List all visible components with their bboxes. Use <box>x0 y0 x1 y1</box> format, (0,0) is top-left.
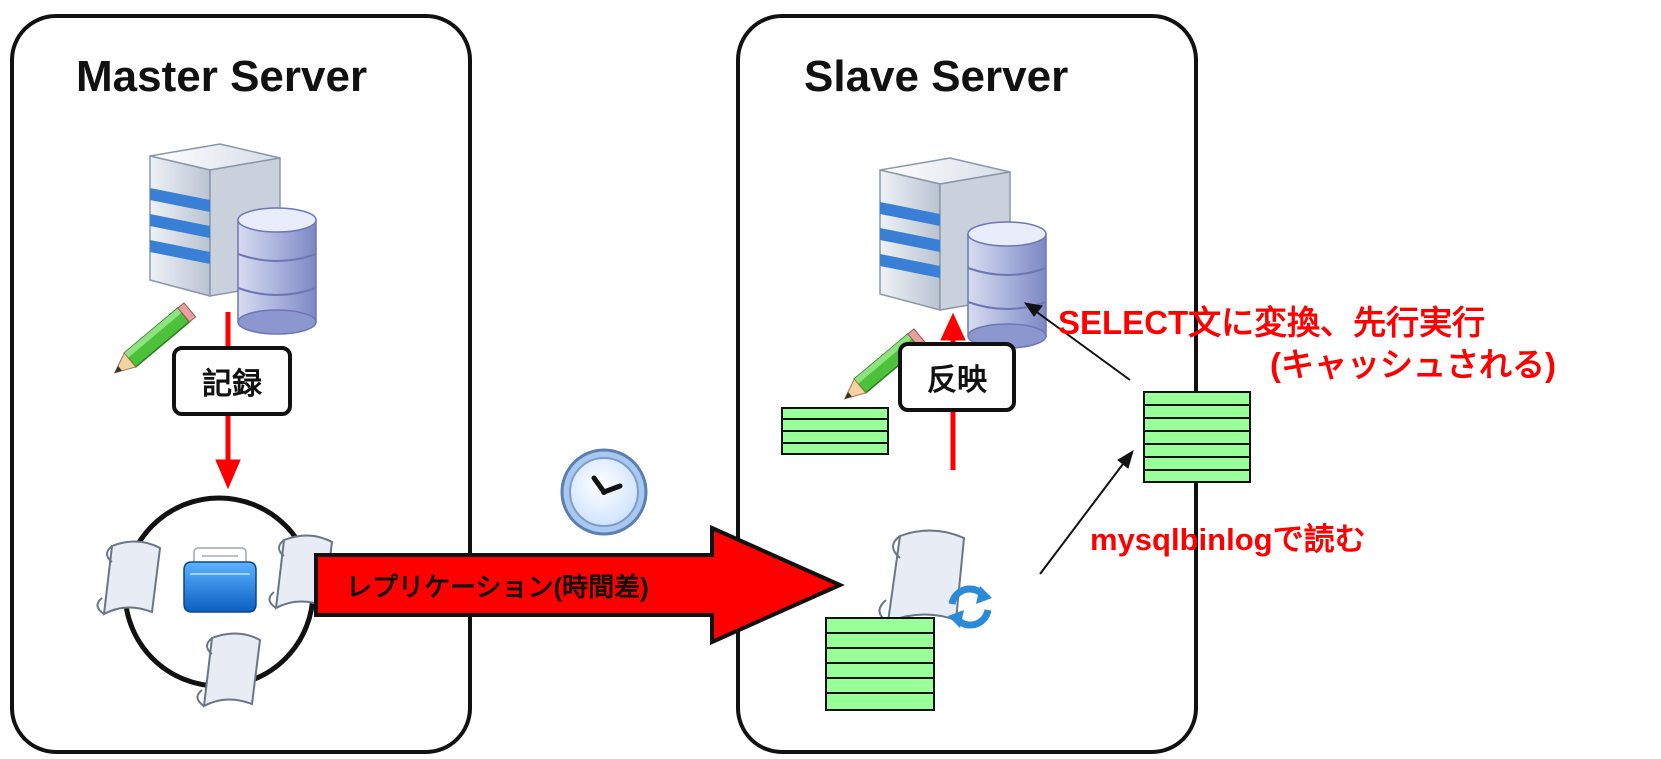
slave-server-title: Slave Server <box>804 52 1069 101</box>
read-arrow <box>1039 449 1134 575</box>
scroll-icon <box>96 540 162 616</box>
blue-folder-icon <box>183 547 257 613</box>
clock-icon <box>560 448 648 536</box>
replication-arrow <box>314 524 845 646</box>
log-block-bottom <box>825 617 935 711</box>
server-database-icon <box>149 143 317 335</box>
scroll-icon <box>196 632 262 708</box>
pencil-icon <box>113 302 197 374</box>
scroll-icon <box>878 529 966 624</box>
server-database-icon <box>879 157 1047 349</box>
mysqlbinlog-read-label: mysqlbinlogで読む <box>1090 522 1366 557</box>
refresh-icon <box>948 585 992 629</box>
log-block-left <box>781 407 889 455</box>
record-tag: 記録 <box>172 346 292 416</box>
select-arrow <box>1023 302 1131 381</box>
replication-label: レプリケーション(時間差) <box>346 572 649 602</box>
select-convert-label: SELECT文に変換、先行実行 <box>1058 304 1486 341</box>
master-server-title: Master Server <box>76 52 368 101</box>
apply-tag: 反映 <box>898 342 1016 412</box>
log-block-right <box>1143 391 1251 483</box>
cache-note-label: (キャッシュされる) <box>1270 346 1556 383</box>
